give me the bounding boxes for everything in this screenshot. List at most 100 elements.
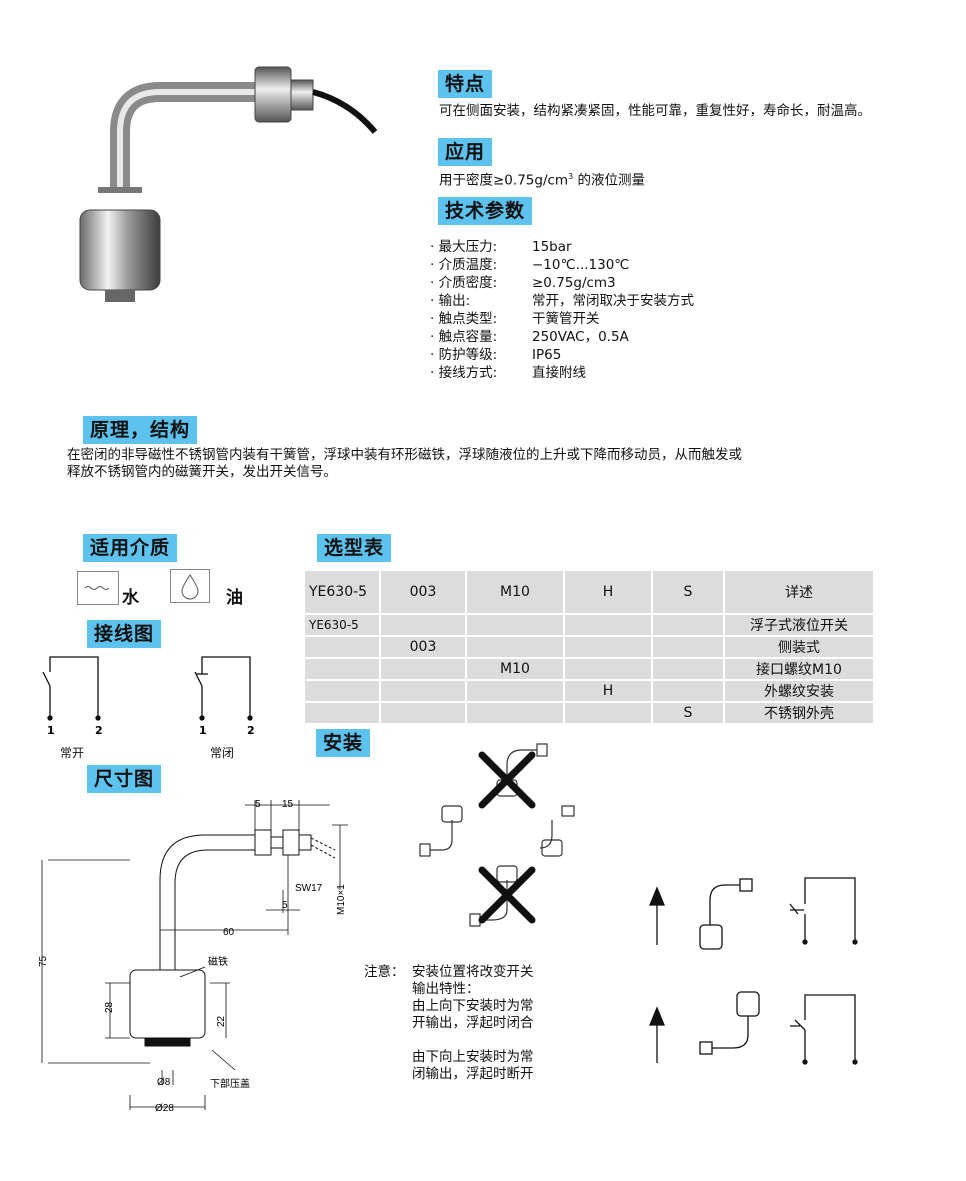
pin2-nc: 2 bbox=[247, 724, 255, 737]
bottom-cap-label: 下部压盖 bbox=[210, 1077, 250, 1090]
application-heading: 应用 bbox=[438, 138, 493, 166]
dim-60: 60 bbox=[223, 927, 235, 938]
dimension-drawing: 5 15 SW17 5 M10×1 60 75 28 22 磁铁 下部压盖 Ø8… bbox=[38, 799, 348, 1114]
application-text-sup: 3 bbox=[568, 172, 574, 181]
dims-heading: 尺寸图 bbox=[87, 765, 162, 793]
table-row: S 不锈钢外壳 bbox=[305, 703, 873, 723]
spec-value: −10℃...130℃ bbox=[532, 257, 630, 273]
spec-key: · 防护等级: bbox=[430, 347, 498, 363]
wiring-nc-label: 常闭 bbox=[210, 746, 235, 760]
water-icon bbox=[77, 571, 119, 605]
spec-key: · 触点容量: bbox=[430, 329, 498, 345]
principle-heading: 原理，结构 bbox=[83, 416, 198, 444]
spec-row: · 触点类型: 干簧管开关 bbox=[430, 310, 760, 328]
selection-table: YE630-5 003 M10 H S 详述 YE630-5 浮子式液位开关 0… bbox=[303, 569, 875, 725]
table-row: 003 侧装式 bbox=[305, 637, 873, 657]
spec-key: · 最大压力: bbox=[430, 239, 498, 255]
dim-5a: 5 bbox=[255, 799, 261, 810]
install-output-drawing bbox=[649, 877, 858, 1065]
table-cell bbox=[565, 703, 651, 723]
table-cell: H bbox=[565, 681, 651, 701]
spec-row: · 介质温度: −10℃...130℃ bbox=[430, 256, 760, 274]
wiring-diagram: 1 2 1 2 bbox=[42, 656, 255, 737]
table-cell bbox=[381, 703, 465, 723]
install-note-line: 安装位置将改变开关 bbox=[412, 964, 534, 980]
selection-heading: 选型表 bbox=[317, 534, 392, 562]
table-cell bbox=[565, 637, 651, 657]
table-cell: M10 bbox=[467, 571, 563, 613]
wiring-no-label: 常开 bbox=[60, 746, 85, 760]
spec-row: · 触点容量: 250VAC，0.5A bbox=[430, 328, 760, 346]
dim-phi8: Ø8 bbox=[157, 1077, 171, 1088]
dim-15: 15 bbox=[282, 799, 294, 810]
table-cell: 详述 bbox=[725, 571, 873, 613]
install-note-line: 开输出，浮起时闭合 bbox=[412, 1015, 534, 1031]
oil-drop-icon bbox=[170, 569, 210, 603]
table-cell bbox=[467, 681, 563, 701]
spec-key: · 介质温度: bbox=[430, 257, 498, 273]
install-note-line: 由下向上安装时为常 bbox=[412, 1049, 534, 1065]
table-row: YE630-5 浮子式液位开关 bbox=[305, 615, 873, 635]
table-cell: 浮子式液位开关 bbox=[725, 615, 873, 635]
application-text: 用于密度≥0.75g/cm3 的液位测量 bbox=[439, 168, 645, 190]
wiring-heading: 接线图 bbox=[87, 620, 162, 648]
spec-key: · 触点类型: bbox=[430, 311, 498, 327]
dim-22: 22 bbox=[216, 1015, 227, 1027]
table-row: YE630-5 003 M10 H S 详述 bbox=[305, 571, 873, 613]
features-text: 可在侧面安装，结构紧凑紧固，性能可靠，重复性好，寿命长，耐温高。 bbox=[439, 103, 871, 119]
table-cell bbox=[305, 681, 379, 701]
dim-sw17: SW17 bbox=[295, 883, 323, 894]
media-heading: 适用介质 bbox=[83, 534, 178, 562]
table-row: H 外螺纹安装 bbox=[305, 681, 873, 701]
dim-75: 75 bbox=[38, 955, 49, 967]
spec-key: · 介质密度: bbox=[430, 275, 498, 291]
tech-heading: 技术参数 bbox=[438, 197, 533, 225]
table-cell bbox=[653, 615, 723, 635]
pin1-no: 1 bbox=[47, 724, 55, 737]
spec-value: ≥0.75g/cm3 bbox=[532, 275, 616, 291]
table-cell: 外螺纹安装 bbox=[725, 681, 873, 701]
table-cell bbox=[653, 637, 723, 657]
principle-line2: 释放不锈钢管内的磁簧开关，发出开关信号。 bbox=[67, 464, 337, 480]
table-cell: 接口螺纹M10 bbox=[725, 659, 873, 679]
spec-key: · 输出: bbox=[430, 293, 471, 309]
table-cell bbox=[467, 703, 563, 723]
media-water-label: 水 bbox=[122, 588, 139, 608]
table-cell: S bbox=[653, 571, 723, 613]
install-heading: 安装 bbox=[316, 729, 371, 757]
table-cell bbox=[565, 659, 651, 679]
install-note-line: 闭输出，浮起时断开 bbox=[412, 1066, 534, 1082]
pin2-no: 2 bbox=[95, 724, 103, 737]
dim-m10: M10×1 bbox=[336, 884, 347, 915]
spec-value: 干簧管开关 bbox=[532, 311, 600, 327]
dim-5b: 5 bbox=[282, 900, 288, 911]
table-cell bbox=[467, 637, 563, 657]
table-cell: H bbox=[565, 571, 651, 613]
application-text-main: 用于密度≥0.75g/cm bbox=[439, 172, 569, 189]
spec-row: · 防护等级: IP65 bbox=[430, 346, 760, 364]
spec-row: · 介质密度: ≥0.75g/cm3 bbox=[430, 274, 760, 292]
spec-key: · 接线方式: bbox=[430, 365, 498, 381]
table-cell: 003 bbox=[381, 637, 465, 657]
spec-row: · 最大压力: 15bar bbox=[430, 238, 760, 256]
media-oil-label: 油 bbox=[226, 588, 243, 608]
tech-spec-list: · 最大压力: 15bar · 介质温度: −10℃...130℃ · 介质密度: ≥… bbox=[430, 238, 760, 388]
magnet-label: 磁铁 bbox=[208, 955, 228, 968]
spec-value: 15bar bbox=[532, 239, 572, 255]
table-cell: M10 bbox=[467, 659, 563, 679]
install-note-line: 由上向下安装时为常 bbox=[412, 998, 534, 1014]
table-cell bbox=[381, 681, 465, 701]
application-text-suffix: 的液位测量 bbox=[573, 172, 645, 189]
install-note-head: 注意： bbox=[364, 964, 405, 980]
spec-value: IP65 bbox=[532, 347, 562, 363]
spec-value: 250VAC，0.5A bbox=[532, 329, 629, 345]
install-orientation-drawing bbox=[419, 743, 575, 927]
table-cell: 003 bbox=[381, 571, 465, 613]
table-cell bbox=[305, 637, 379, 657]
table-cell bbox=[381, 659, 465, 679]
table-cell bbox=[305, 703, 379, 723]
features-heading: 特点 bbox=[438, 70, 493, 98]
table-cell: YE630-5 bbox=[305, 615, 379, 635]
table-cell bbox=[565, 615, 651, 635]
table-cell bbox=[467, 615, 563, 635]
